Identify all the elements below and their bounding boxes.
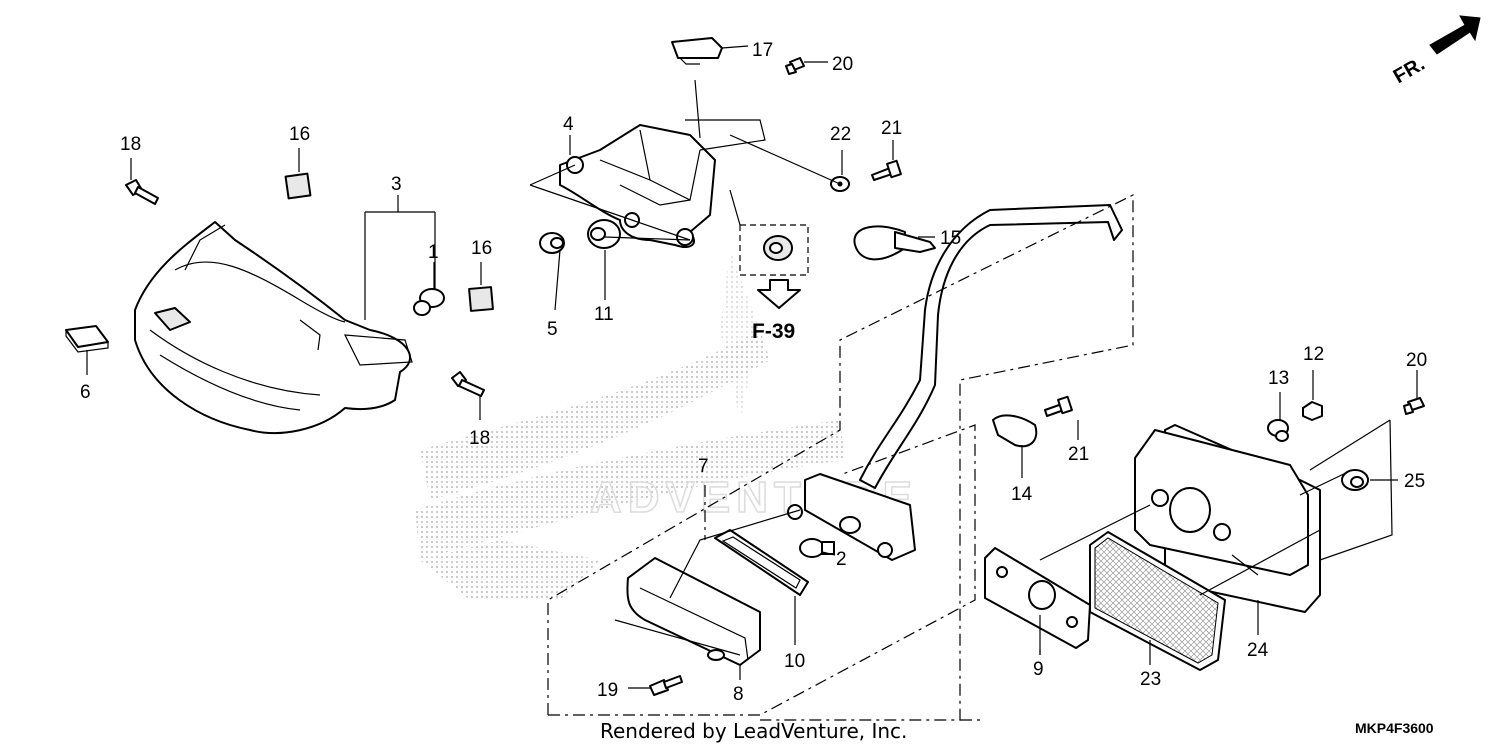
callout-11: 11 xyxy=(594,304,614,325)
screw-21-top xyxy=(871,159,902,181)
callout-6: 6 xyxy=(80,382,91,403)
nut-12 xyxy=(1302,401,1323,421)
front-arrow-icon xyxy=(1429,15,1481,55)
callout-8: 8 xyxy=(733,684,744,705)
grommet-boxed xyxy=(739,224,809,309)
callout-20-right: 20 xyxy=(1406,350,1427,371)
grommet-11 xyxy=(587,219,621,249)
callout-20-top: 20 xyxy=(832,54,853,75)
front-marker-text: FR. xyxy=(1390,53,1429,88)
clamp-14 xyxy=(992,414,1038,448)
washer-5 xyxy=(539,232,565,254)
callout-1: 1 xyxy=(428,242,439,263)
callout-15: 15 xyxy=(940,228,961,249)
callout-21-top: 21 xyxy=(881,118,902,139)
reference-label: F-39 xyxy=(752,320,795,343)
grommet-25 xyxy=(1341,469,1369,491)
bracket-4 xyxy=(559,124,716,248)
gasket-10 xyxy=(714,529,809,596)
grommet-1 xyxy=(413,288,445,316)
diagram-code: MKP4F3600 xyxy=(1355,720,1434,736)
footer-credit: Rendered by LeadVenture, Inc. xyxy=(600,719,907,743)
callout-16-top: 16 xyxy=(289,124,310,145)
callout-21-mid: 21 xyxy=(1068,444,1089,465)
callout-4: 4 xyxy=(563,114,574,135)
tail-light-housing xyxy=(134,221,413,435)
leader-lines xyxy=(86,45,1418,689)
callout-19: 19 xyxy=(597,680,618,701)
callout-23: 23 xyxy=(1140,669,1161,690)
screw-19 xyxy=(649,675,683,696)
callout-18-top: 18 xyxy=(120,134,141,155)
callout-12: 12 xyxy=(1303,344,1324,365)
band-15 xyxy=(853,225,936,261)
tail-light-24 xyxy=(1134,424,1321,613)
callout-24: 24 xyxy=(1247,640,1269,661)
callout-9: 9 xyxy=(1033,659,1044,680)
callout-16-mid: 16 xyxy=(471,238,492,259)
bolt-18-top xyxy=(125,179,159,205)
connector-17 xyxy=(671,37,723,65)
callout-22: 22 xyxy=(830,124,851,145)
callout-18-mid: 18 xyxy=(469,428,490,449)
callout-13: 13 xyxy=(1268,368,1289,389)
screw-20-right xyxy=(1403,397,1425,415)
watermark: ADVENTURE xyxy=(415,250,913,600)
reflector-6 xyxy=(65,325,109,353)
callout-3: 3 xyxy=(391,174,402,195)
callout-17: 17 xyxy=(752,40,773,61)
nut-16-top xyxy=(284,172,312,200)
callout-5: 5 xyxy=(547,319,558,340)
stay-7 xyxy=(859,204,1123,489)
front-marker: FR. xyxy=(1390,15,1481,88)
assembly-boundaries xyxy=(547,194,1134,721)
callout-10: 10 xyxy=(784,651,805,672)
callout-14: 14 xyxy=(1011,484,1033,505)
callout-7: 7 xyxy=(698,456,709,477)
bulb-2 xyxy=(799,538,835,558)
screw-20-top xyxy=(785,57,805,75)
collar-13 xyxy=(1267,419,1289,442)
nut-16-mid xyxy=(468,286,494,312)
callout-25: 25 xyxy=(1404,471,1425,492)
bolt-18-mid xyxy=(451,371,485,397)
callout-labels: 1 2 3 4 5 6 7 8 9 10 11 12 13 14 15 16 1… xyxy=(80,40,1427,705)
screw-21-mid xyxy=(1044,395,1073,417)
lens-8 xyxy=(626,557,761,666)
callout-2: 2 xyxy=(836,549,847,570)
gasket-9 xyxy=(984,547,1091,649)
